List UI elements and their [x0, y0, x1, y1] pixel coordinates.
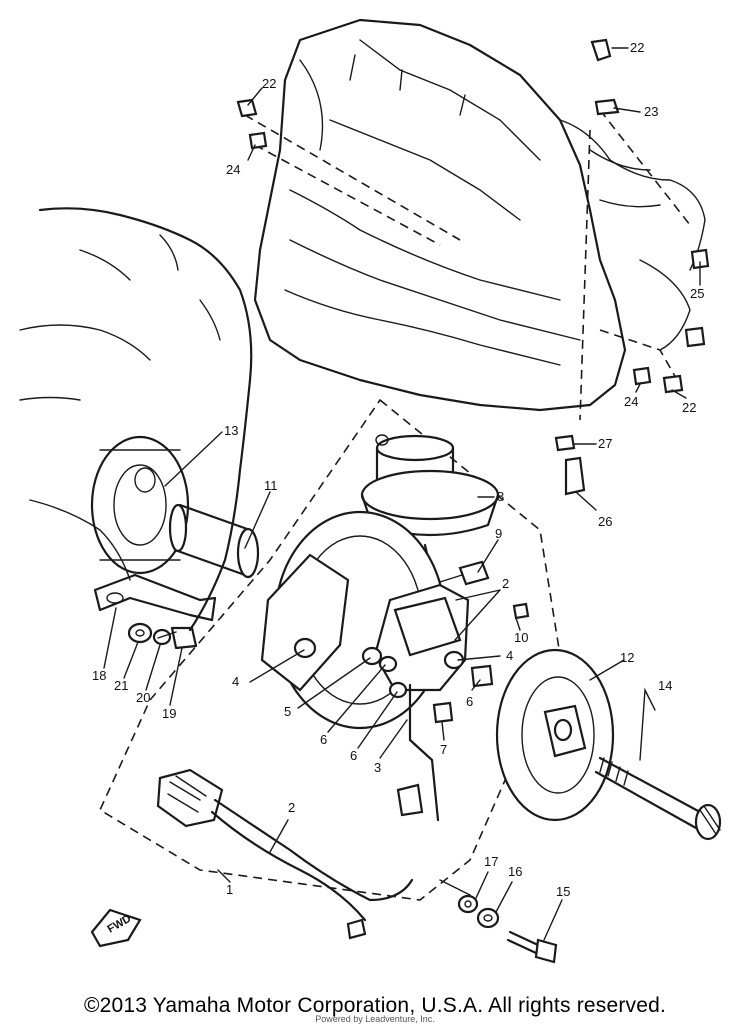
- callout-15: 15: [556, 884, 570, 899]
- crankcase-outline: [19, 207, 253, 632]
- callout-22: 22: [682, 400, 696, 415]
- callout-2: 2: [288, 800, 295, 815]
- callout-13: 13: [224, 423, 238, 438]
- callout-16: 16: [508, 864, 522, 879]
- callout-7: 7: [440, 742, 447, 757]
- part-11-sleeve: [168, 503, 260, 579]
- callout-5: 5: [284, 704, 291, 719]
- parts-15-16-17: [439, 879, 558, 964]
- callout-17: 17: [484, 854, 498, 869]
- callout-24: 24: [624, 394, 638, 409]
- washers-and-screw-19: [127, 622, 198, 650]
- callout-2: 2: [502, 576, 509, 591]
- callout-21: 21: [114, 678, 128, 693]
- fwd-arrow: [90, 908, 142, 948]
- part-2-pickup-coil: [260, 553, 470, 822]
- part-14-bolt: [594, 756, 722, 841]
- crankshaft-boss: [90, 435, 190, 575]
- callout-22: 22: [630, 40, 644, 55]
- callout-leaders: [103, 47, 701, 941]
- copyright-notice: ©2013 Yamaha Motor Corporation, U.S.A. A…: [83, 994, 667, 1017]
- callout-8: 8: [497, 489, 504, 504]
- engine-cylinder-outline: [253, 18, 706, 412]
- callout-4: 4: [232, 674, 239, 689]
- callout-1: 1: [226, 882, 233, 897]
- part-8-vacuum-unit: [360, 434, 500, 577]
- callout-12: 12: [620, 650, 634, 665]
- part-18-bracket: [93, 573, 217, 622]
- callout-22: 22: [262, 76, 276, 91]
- callout-27: 27: [598, 436, 612, 451]
- callout-11: 11: [264, 478, 278, 493]
- callout-18: 18: [92, 668, 106, 683]
- stator-screws: [432, 560, 530, 724]
- callout-20: 20: [136, 690, 150, 705]
- callout-25: 25: [690, 286, 704, 301]
- callout-3: 3: [374, 760, 381, 775]
- callout-4: 4: [506, 648, 513, 663]
- watermark-text: Powered by Leadventure, Inc.: [315, 1014, 435, 1024]
- callout-23: 23: [644, 104, 658, 119]
- assembly-boundary: [98, 398, 561, 901]
- callout-6: 6: [466, 694, 473, 709]
- callout-26: 26: [598, 514, 612, 529]
- callout-24: 24: [226, 162, 240, 177]
- wire-clamps: [236, 38, 710, 496]
- callout-9: 9: [495, 526, 502, 541]
- callout-19: 19: [162, 706, 176, 721]
- part-1-wire-harness: [156, 768, 414, 940]
- part-12-rotor: [495, 648, 615, 822]
- callout-14: 14: [658, 678, 672, 693]
- callout-10: 10: [514, 630, 528, 645]
- callout-labels: 22 22 23 24 25 24 22 27 26 13 11 8 9 2 1…: [92, 40, 704, 899]
- engine-dashed-leaders: [244, 109, 691, 421]
- callout-6: 6: [350, 748, 357, 763]
- callout-6: 6: [320, 732, 327, 747]
